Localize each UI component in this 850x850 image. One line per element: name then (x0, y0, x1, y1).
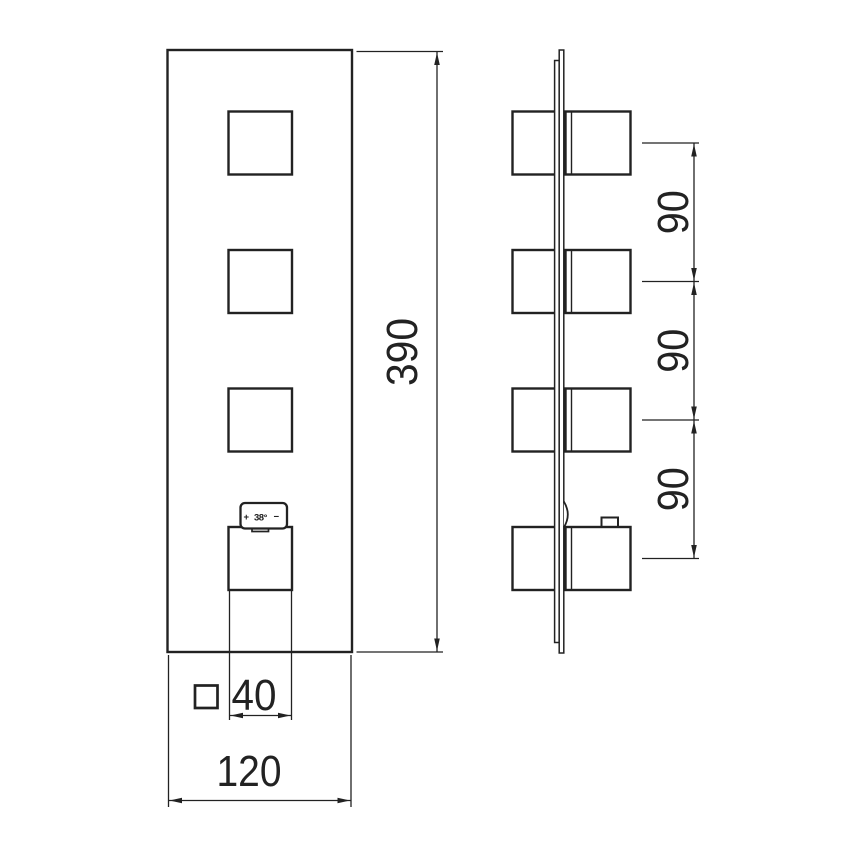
front-knob-3 (227, 387, 294, 453)
arrowhead-down (691, 268, 697, 281)
side-plate-front-strip (558, 49, 565, 654)
arrowhead-up (434, 52, 440, 65)
temp-plus-symbol: + (244, 512, 250, 523)
temp-minus-symbol: − (274, 512, 280, 523)
arrowhead-up (691, 282, 697, 295)
side-knob-2-rear (511, 248, 557, 315)
dimension-plate-width: 120 (167, 655, 352, 807)
arrowhead-left (169, 797, 182, 804)
dimension-label-spacing-1: 90 (649, 190, 698, 234)
arrowhead-down (434, 638, 440, 651)
arrowhead-right (278, 712, 291, 719)
dimension-knob-size: 40 (193, 591, 293, 720)
arrowhead-up (691, 421, 697, 434)
side-knob-1-front (564, 110, 632, 176)
side-knob-3-rear (511, 387, 557, 453)
dimension-label-knob-size: 40 (232, 671, 277, 720)
side-knob-4-front (564, 525, 632, 592)
front-knob-2 (227, 248, 294, 315)
side-knob-2-front (564, 248, 632, 315)
temp-indicator-plate (239, 501, 289, 530)
dimension-label-height: 390 (378, 318, 427, 386)
square-symbol (193, 684, 219, 710)
dimension-knob-spacing: 90 90 90 (642, 142, 699, 560)
side-view (511, 49, 632, 654)
dimension-label-spacing-2: 90 (649, 329, 698, 373)
front-view: + 38° − (166, 48, 354, 654)
arrowhead-up (691, 144, 697, 157)
side-knob-3-front (564, 387, 632, 453)
side-knob-4-rear (511, 525, 557, 592)
dimension-plate-height: 390 (356, 50, 443, 653)
side-temp-indicator-bulge (563, 501, 569, 528)
front-knob-1 (227, 110, 294, 176)
arrowhead-left (230, 712, 243, 719)
arrowhead-down (691, 406, 697, 419)
front-knob-4-thermostat (227, 525, 294, 592)
arrowhead-down (691, 545, 697, 558)
temp-value-label: 38° (254, 513, 268, 524)
dimension-label-width: 120 (217, 747, 282, 796)
dimension-label-spacing-3: 90 (649, 467, 698, 511)
side-knob-1-rear (511, 110, 557, 176)
arrowhead-right (337, 797, 350, 804)
